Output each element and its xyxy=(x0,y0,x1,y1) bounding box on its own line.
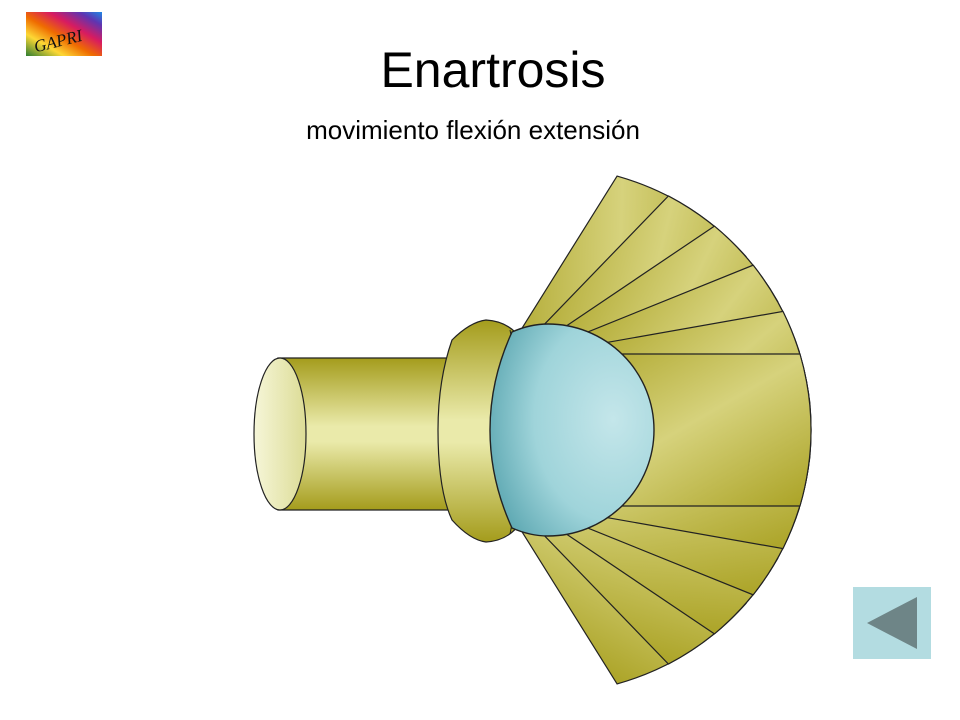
ball-head xyxy=(489,323,655,537)
triangle-left-icon xyxy=(867,597,917,649)
shaft-end-cap xyxy=(253,357,307,511)
page-subtitle: movimiento flexión extensión xyxy=(306,115,640,145)
gapri-logo: GAPRI xyxy=(26,12,102,56)
page-title: Enartrosis xyxy=(380,42,606,98)
back-button[interactable] xyxy=(853,587,931,659)
